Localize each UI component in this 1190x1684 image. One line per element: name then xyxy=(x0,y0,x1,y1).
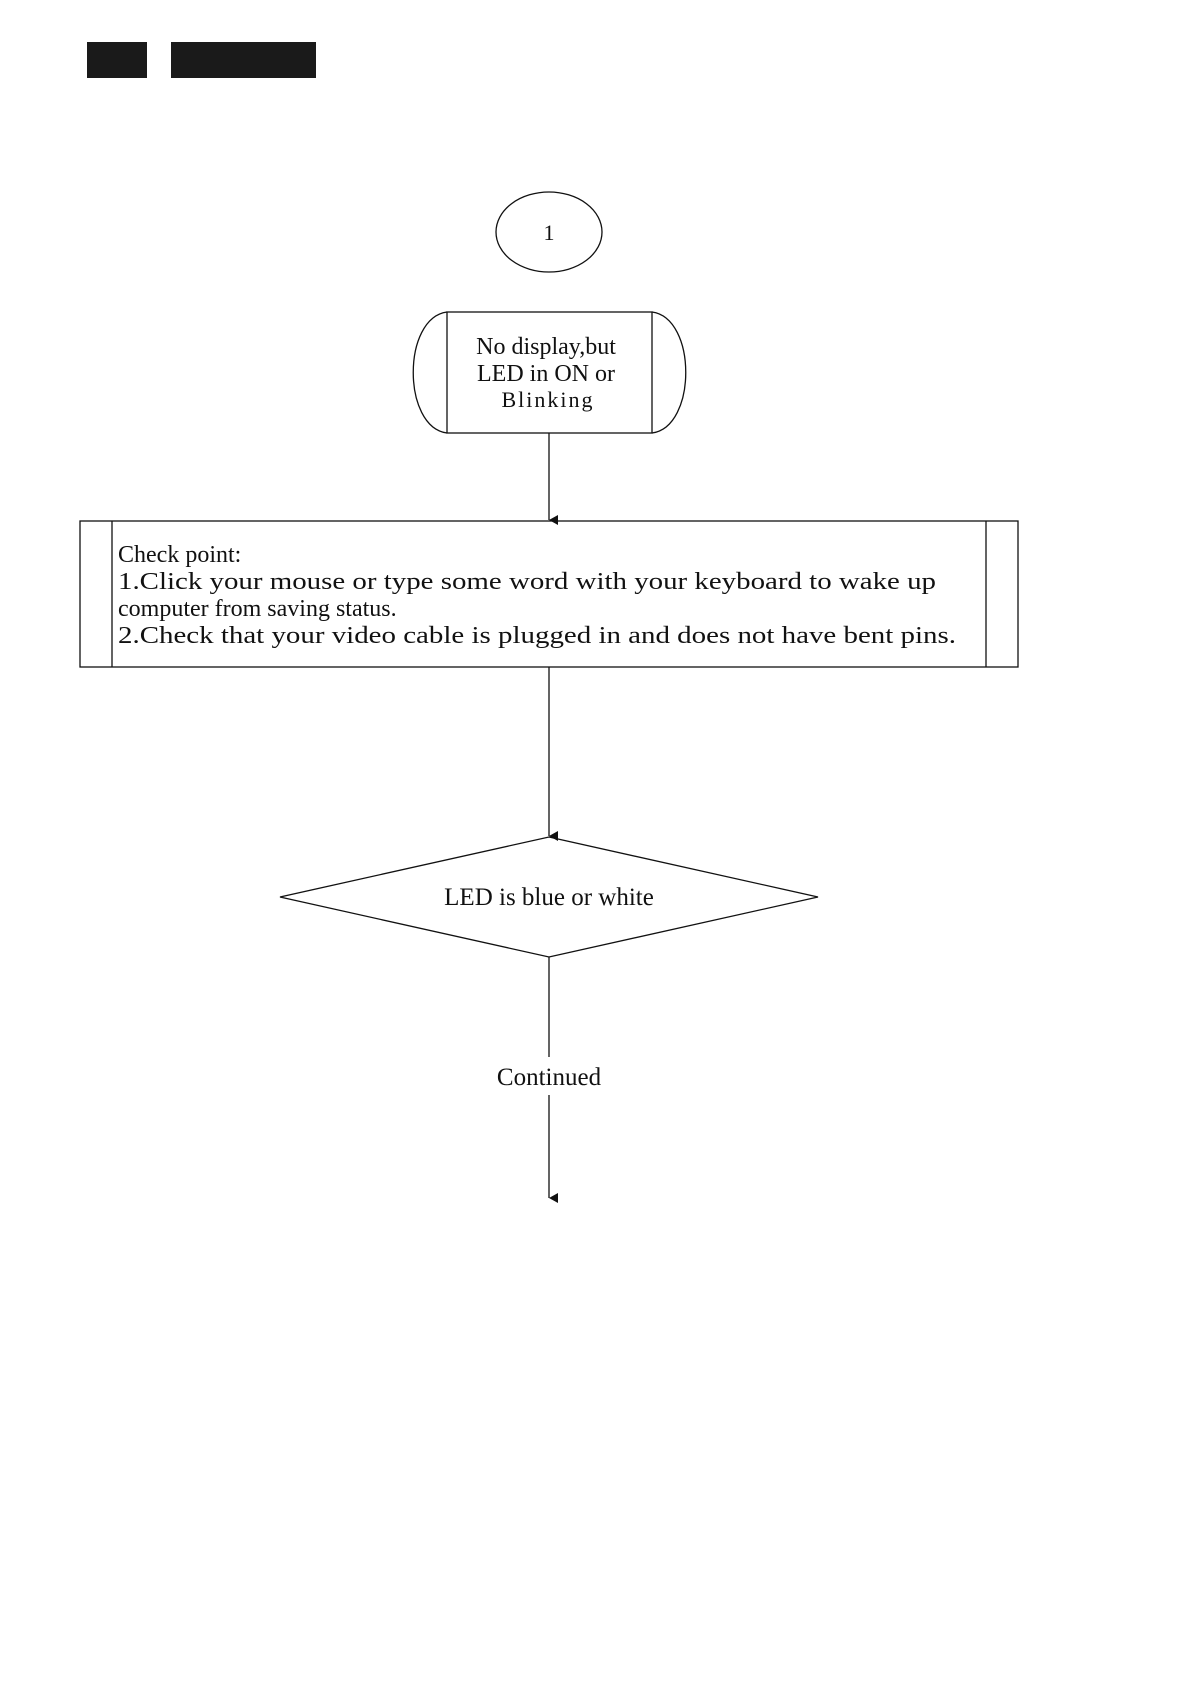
process-node: No display,but LED in ON or Blinking xyxy=(413,312,686,433)
checkpoint-line-3: 2.Check that your video cable is plugged… xyxy=(118,623,956,649)
checkpoint-node: Check point: 1.Click your mouse or type … xyxy=(80,521,1018,667)
checkpoint-line-2: computer from saving status. xyxy=(118,596,397,622)
connector-node: 1 xyxy=(496,192,602,272)
process-line-1: No display,but xyxy=(476,334,616,360)
checkpoint-title: Check point: xyxy=(118,542,241,568)
decision-label: LED is blue or white xyxy=(444,884,654,911)
checkpoint-line-1: 1.Click your mouse or type some word wit… xyxy=(118,569,936,595)
continued-label: Continued xyxy=(497,1064,602,1091)
decision-node: LED is blue or white xyxy=(280,837,818,957)
process-line-3: Blinking xyxy=(501,387,594,412)
process-line-2: LED in ON or xyxy=(477,361,615,387)
connector-label: 1 xyxy=(544,220,555,245)
